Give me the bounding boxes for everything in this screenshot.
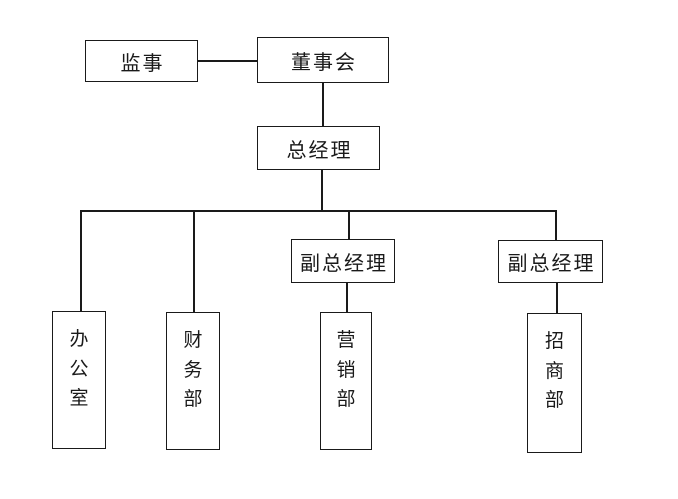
node-board: 董事会 (257, 37, 389, 83)
node-supervisor: 监事 (85, 40, 198, 82)
node-deputy-manager-1: 副总经理 (291, 239, 395, 283)
connector-supervisor-board (198, 60, 257, 62)
connector-bus-office (80, 210, 82, 311)
node-investment-dept: 招商部 (527, 313, 582, 453)
node-general-manager: 总经理 (257, 126, 380, 170)
node-finance-dept: 财务部 (166, 312, 220, 450)
connector-board-general-manager (322, 83, 324, 126)
connector-bus-deputy-manager-2 (555, 210, 557, 240)
connector-deputy-manager-2-investment-dept (556, 283, 558, 313)
connector-general-manager-bus (321, 170, 323, 211)
connector-deputy-manager-1-marketing-dept (346, 283, 348, 312)
connector-bus-finance-dept (193, 210, 195, 312)
connector-bus-deputy-manager-1 (348, 210, 350, 239)
node-office: 办公室 (52, 311, 106, 449)
connector-bus-horizontal (80, 210, 557, 212)
node-marketing-dept: 营销部 (320, 312, 372, 450)
node-deputy-manager-2: 副总经理 (498, 240, 603, 283)
